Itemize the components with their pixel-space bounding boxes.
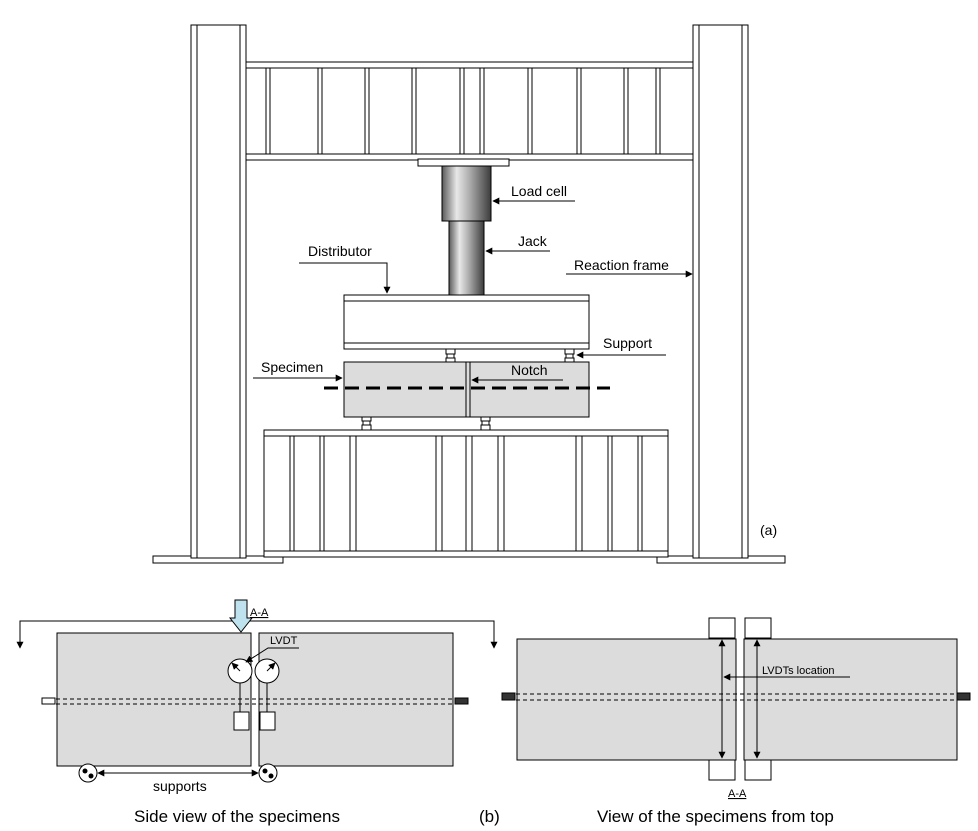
label-support: Support [603, 335, 652, 351]
label-distributor: Distributor [308, 243, 372, 259]
lvdt-left [227, 658, 253, 731]
load-cell [441, 165, 492, 222]
label-section-a-a: A-A [250, 607, 269, 619]
specimen [324, 361, 610, 418]
distributor-beam [343, 294, 590, 350]
top-rebar-end-left [501, 692, 516, 701]
load-arrow-icon [228, 599, 254, 633]
top-beam [245, 61, 694, 161]
label-specimen: Specimen [261, 359, 323, 375]
caption-side-view: Side view of the specimens [134, 807, 340, 826]
caption-top-view: View of the specimens from top [597, 807, 834, 826]
label-lvdts-location: LVDTs location [762, 665, 835, 677]
column-left [190, 24, 247, 559]
column-right [692, 24, 749, 559]
section-line-a-a [16, 620, 498, 649]
support-roller-top-left [445, 348, 456, 363]
panel-b-top-view: LVDTs location A-A View of the specimens… [501, 617, 971, 826]
jack [448, 220, 485, 296]
support-circle-right [258, 763, 278, 783]
lvdt-block-top-right [744, 617, 772, 639]
label-jack: Jack [518, 233, 548, 249]
top-specimen-right-half [743, 638, 958, 761]
top-rebar-end-right [956, 692, 971, 701]
panel-a-label: (a) [760, 522, 777, 538]
label-notch: Notch [511, 362, 548, 378]
label-load-cell: Load cell [511, 183, 567, 199]
bottom-beam [263, 429, 669, 558]
rebar-end-left [41, 697, 56, 705]
label-supports: supports [153, 778, 207, 794]
panel-b-label: (b) [479, 807, 500, 826]
lvdt-block-bottom-right [744, 759, 772, 781]
panel-b-side-view: A-A LVDT [16, 599, 500, 826]
load-cell-plate [417, 158, 510, 167]
label-section-a-a-bottom: A-A [728, 788, 747, 800]
support-roller-top-right [564, 348, 575, 363]
lvdt-block-bottom-left [708, 759, 736, 781]
label-lvdt: LVDT [270, 635, 298, 647]
rebar-end-right [454, 697, 469, 705]
support-roller-bottom-left [361, 416, 372, 431]
panel-a: Load cell Jack Distributor Reaction fram… [152, 24, 786, 564]
leader-lvdt [245, 647, 299, 663]
leader-distributor [299, 262, 391, 294]
label-reaction-frame: Reaction frame [574, 257, 669, 273]
top-specimen-left-half [516, 638, 737, 761]
lvdt-block-top-left [708, 617, 736, 639]
support-circle-left [78, 763, 98, 783]
support-roller-bottom-right [480, 416, 491, 431]
lvdt-right [254, 658, 280, 731]
